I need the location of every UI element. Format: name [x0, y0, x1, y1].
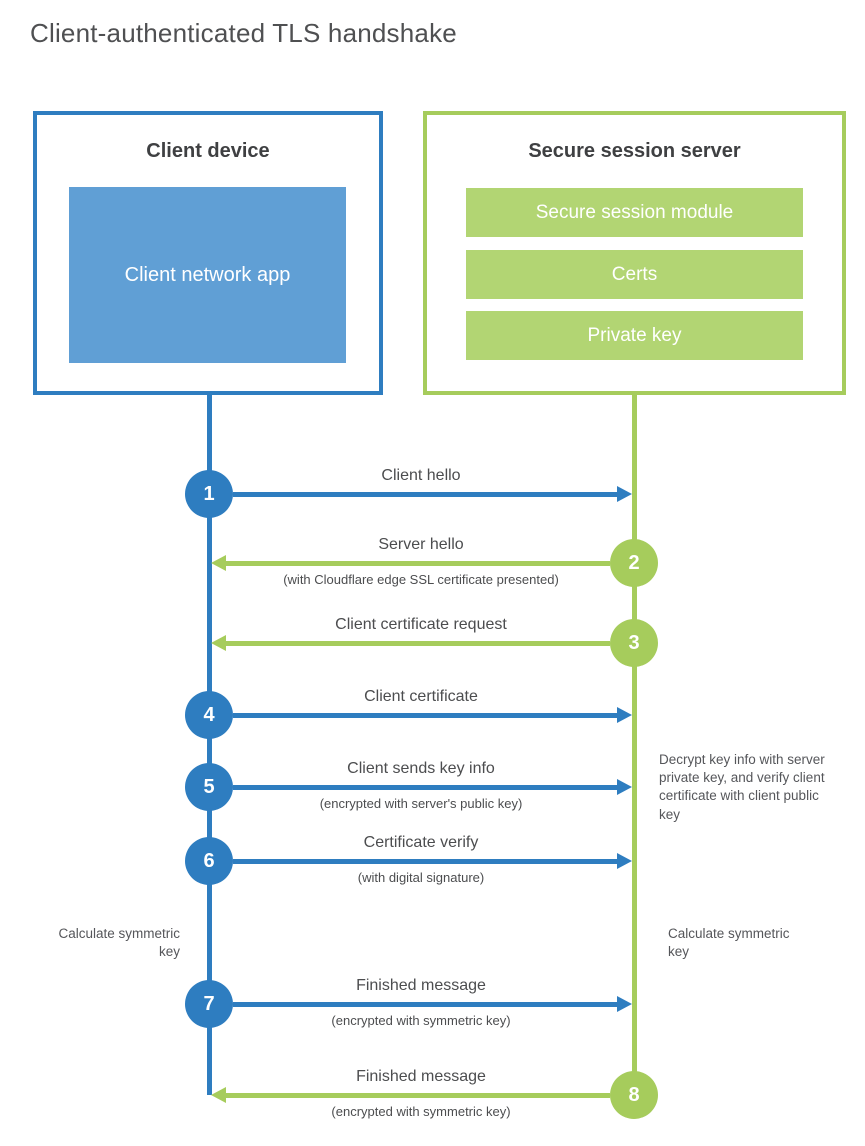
client-network-app-module: Client network app	[69, 187, 346, 363]
step-4-arrow-right-icon	[233, 707, 632, 723]
step-4-label: Client certificate	[364, 688, 478, 705]
step-4-badge: 4	[185, 691, 233, 739]
step-6-label: Certificate verify	[363, 834, 479, 851]
diagram-title: Client-authenticated TLS handshake	[30, 18, 457, 48]
step-5-label: Client sends key info	[347, 760, 495, 777]
private-key-bar: Private key	[466, 311, 803, 360]
step-8-badge: 8	[610, 1071, 658, 1119]
certs-bar: Certs	[466, 250, 803, 299]
server-decrypt-note: Decrypt key info with server private key…	[659, 752, 825, 822]
step-3-badge: 3	[610, 619, 658, 667]
step-2-arrow-left-icon	[211, 555, 610, 571]
client-device-title: Client device	[146, 140, 270, 162]
step-3-arrow-left-icon	[211, 635, 610, 651]
step-6-badge: 6	[185, 837, 233, 885]
step-2-badge: 2	[610, 539, 658, 587]
step-2-label: Server hello	[378, 536, 464, 553]
secure-session-server-box: Secure session server Secure session mod…	[423, 111, 846, 395]
client-network-app-label: Client network app	[124, 263, 291, 286]
step-7-sublabel: (encrypted with symmetric key)	[331, 1013, 511, 1028]
step-1-label: Client hello	[381, 467, 461, 484]
step-7-arrow-right-icon	[233, 996, 632, 1012]
step-1-arrow-right-icon	[233, 486, 632, 502]
step-7-label: Finished message	[356, 977, 486, 994]
client-calculate-symmetric-key-note: Calculate symmetric key	[58, 926, 180, 960]
client-lifeline	[207, 394, 212, 1095]
step-5-badge: 5	[185, 763, 233, 811]
client-device-box: Client device Client network app	[33, 111, 383, 395]
step-5-sublabel: (encrypted with server's public key)	[319, 796, 523, 811]
server-box-title: Secure session server	[528, 140, 741, 162]
step-3-label: Client certificate request	[335, 616, 507, 633]
step-6-sublabel: (with digital signature)	[357, 870, 485, 885]
secure-session-module-bar: Secure session module	[466, 188, 803, 237]
step-1-badge: 1	[185, 470, 233, 518]
step-5-arrow-right-icon	[233, 779, 632, 795]
step-8-sublabel: (encrypted with symmetric key)	[331, 1104, 511, 1119]
step-6-arrow-right-icon	[233, 853, 632, 869]
server-lifeline	[632, 394, 637, 1095]
server-calculate-symmetric-key-note: Calculate symmetric key	[668, 926, 790, 960]
step-2-sublabel: (with Cloudflare edge SSL certificate pr…	[283, 572, 559, 587]
step-7-badge: 7	[185, 980, 233, 1028]
step-8-arrow-left-icon	[211, 1087, 610, 1103]
step-8-label: Finished message	[356, 1068, 486, 1085]
